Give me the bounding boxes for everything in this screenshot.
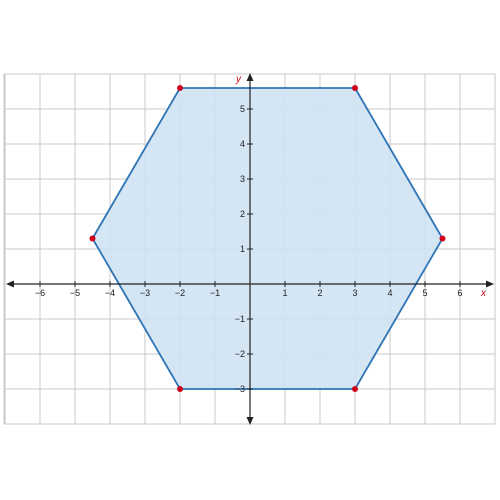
x-tick-label: 3: [352, 288, 357, 298]
vertex-point: [352, 386, 358, 392]
y-axis-arrow-up: [246, 73, 254, 81]
vertex-point: [177, 386, 183, 392]
vertex-point: [177, 85, 183, 91]
y-tick-label: −1: [235, 314, 245, 324]
vertices: [89, 85, 446, 392]
y-tick-label: 1: [240, 244, 245, 254]
x-axis-arrow-right: [486, 280, 494, 288]
y-tick-label: −3: [235, 384, 245, 394]
x-tick-label: 2: [317, 288, 322, 298]
y-tick-label: 2: [240, 209, 245, 219]
x-tick-label: −4: [105, 288, 115, 298]
x-axis-arrow-left: [6, 280, 14, 288]
x-tick-label: −1: [210, 288, 220, 298]
vertex-point: [89, 235, 96, 242]
x-axis-label: x: [480, 288, 487, 299]
y-tick-label: −2: [235, 349, 245, 359]
vertex-point: [352, 85, 358, 91]
x-tick-label: 5: [422, 288, 427, 298]
y-tick-label: 3: [240, 174, 245, 184]
x-tick-label: −3: [140, 288, 150, 298]
y-tick-label: 5: [240, 104, 245, 114]
x-tick-label: 1: [282, 288, 287, 298]
x-tick-label: −5: [70, 288, 80, 298]
y-axis-label: y: [235, 74, 242, 85]
x-tick-label: −6: [35, 288, 45, 298]
vertex-point: [439, 235, 446, 242]
x-tick-label: 6: [457, 288, 462, 298]
x-tick-label: −2: [175, 288, 185, 298]
x-tick-label: 4: [387, 288, 392, 298]
tick-marks: −6 −5 −4 −3 −2 −1 1 2 3 4 5 6 −3 −2 −1 1 2 3 4 5: [35, 104, 463, 394]
y-axis-arrow-down: [246, 417, 254, 425]
y-tick-label: 4: [240, 139, 245, 149]
